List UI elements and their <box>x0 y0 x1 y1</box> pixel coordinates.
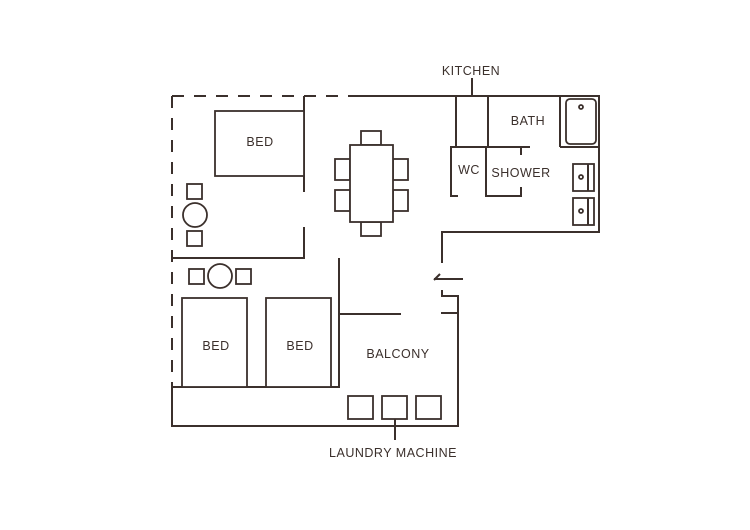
label-bed-top: BED <box>246 135 273 149</box>
labels: KITCHEN BATH WC SHOWER BED BED BED BALCO… <box>202 64 550 460</box>
bed-left <box>181 297 248 388</box>
chair <box>392 189 409 212</box>
chair <box>334 158 351 181</box>
label-kitchen: KITCHEN <box>442 64 500 78</box>
label-bed-right: BED <box>286 339 313 353</box>
door-jamb <box>441 290 459 297</box>
bed-right <box>265 297 332 388</box>
bathtub <box>565 98 597 145</box>
dining-table <box>349 144 394 223</box>
bed-top <box>214 110 305 177</box>
chair <box>334 189 351 212</box>
label-bath: BATH <box>511 114 545 128</box>
wc-left-wall <box>450 147 458 197</box>
laundry-machine <box>347 395 374 420</box>
label-shower: SHOWER <box>491 166 550 180</box>
nightstand <box>188 268 205 285</box>
laundry-machine <box>381 395 408 420</box>
lamp-table <box>207 263 233 289</box>
nightstand <box>235 268 252 285</box>
label-balcony: BALCONY <box>366 347 429 361</box>
label-wc: WC <box>458 163 480 177</box>
sink-drain <box>578 174 584 180</box>
label-bed-left: BED <box>202 339 229 353</box>
shower-wall <box>485 147 522 197</box>
sink-drain <box>578 208 584 214</box>
drain <box>578 104 584 110</box>
furniture <box>181 96 600 440</box>
chair <box>360 130 382 146</box>
label-laundry: LAUNDRY MACHINE <box>329 446 457 460</box>
laundry-machine <box>415 395 442 420</box>
lamp-table <box>182 202 208 228</box>
chair <box>360 221 382 237</box>
chair <box>392 158 409 181</box>
nightstand <box>186 183 203 200</box>
nightstand <box>186 230 203 247</box>
